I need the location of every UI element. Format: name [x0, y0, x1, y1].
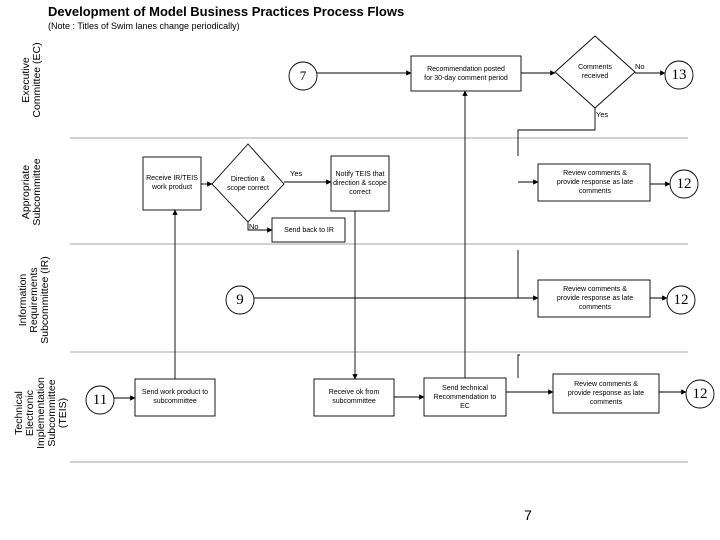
send-technical-box [423, 377, 507, 417]
send-work-product-box [134, 378, 216, 417]
receive-ir-teis-box [142, 156, 202, 211]
recommendation-posted-label: Recommendation posted for 30-day comment… [424, 66, 508, 82]
receive-ok-label: Receive ok from subcommittee [328, 389, 380, 405]
send-back-ir-label: Send back to IR [284, 226, 334, 234]
diagram-title: Development of Model Business Practices … [48, 4, 405, 19]
connector-circle-11 [85, 385, 115, 415]
review-comments-teis-box [552, 373, 660, 414]
arrow-no-to-send-back [247, 222, 273, 233]
review-comments-ir-label: Review comments & provide response as la… [556, 285, 634, 311]
connector-circle-7 [288, 61, 318, 91]
yes-label-direction: Yes [290, 169, 303, 178]
receive-ok-box [313, 378, 395, 417]
connector-circle-9 [225, 285, 255, 315]
arrow-teis-to-review [517, 354, 520, 378]
direction-scope-label: Direction & scope correct [226, 176, 270, 192]
page-number: 7 [524, 507, 532, 523]
ref-9: 9 [236, 291, 244, 308]
notify-teis-label: Notify TEIS that direction & scope corre… [333, 170, 387, 196]
no-label-comments: No [635, 62, 645, 71]
recommendation-posted-box [410, 55, 522, 92]
ref-7: 7 [299, 68, 307, 83]
comments-received-label: Comments received [578, 64, 612, 80]
ref-12-teis: 12 [692, 385, 708, 402]
diagram-note: (Note : Titles of Swim lanes change peri… [48, 21, 240, 31]
review-comments-as-label: Review comments & provide response as la… [556, 169, 634, 195]
receive-ir-teis-label: Receive IR/TEIS work product [146, 175, 198, 191]
notify-teis-box [330, 155, 390, 212]
yes-label-comments: Yes [596, 110, 609, 119]
send-technical-label: Send technical Recommendation to EC [433, 384, 497, 410]
ref-11: 11 [92, 391, 108, 408]
ref-12-as: 12 [676, 175, 692, 192]
line-yes-down [517, 108, 596, 156]
ref-13: 13 [671, 66, 687, 83]
review-comments-teis-label: Review comments & provide response as la… [567, 380, 645, 406]
ref-12-ir: 12 [673, 291, 689, 308]
send-work-product-label: Send work product to subcommittee [141, 389, 209, 405]
no-label-direction: No [249, 222, 259, 231]
